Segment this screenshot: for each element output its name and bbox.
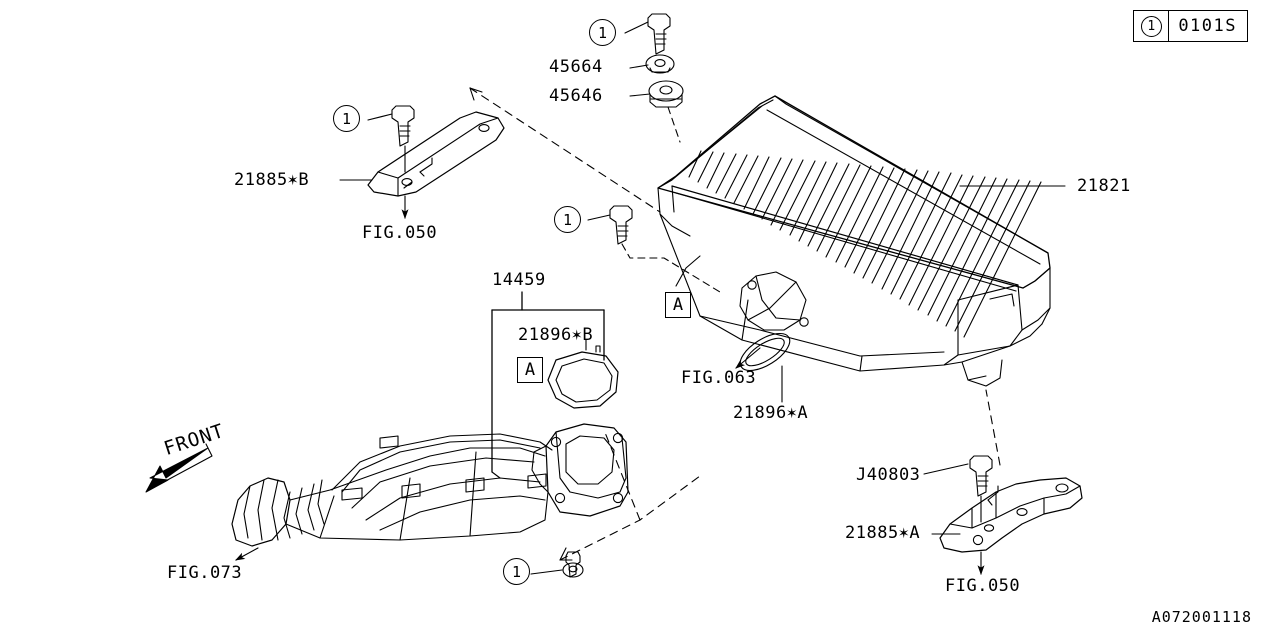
label-45664: 45664 [549, 57, 603, 77]
code-badge: 1 0101S [1133, 10, 1248, 42]
code-badge-balloon-number: 1 [1140, 15, 1162, 37]
balloon-bolt-bracket-b[interactable]: 1 [333, 105, 360, 132]
label-fig050-right: FIG.050 [945, 576, 1021, 596]
label-45646: 45646 [549, 86, 603, 106]
code-badge-text: 0101S [1178, 16, 1237, 36]
label-21896b: 21896✶B [518, 325, 594, 345]
balloon-bolt-mid[interactable]: 1 [554, 206, 581, 233]
label-21821: 21821 [1077, 176, 1131, 196]
drawing-number: A072001118 [1151, 608, 1252, 626]
label-21885a: 21885✶A [845, 523, 921, 543]
label-21896a: 21896✶A [733, 403, 809, 423]
label-j40803: J40803 [856, 465, 921, 485]
label-21885b: 21885✶B [234, 170, 310, 190]
balloon-bolt-bottom[interactable]: 1 [503, 558, 530, 585]
label-fig050-left: FIG.050 [362, 223, 438, 243]
balloon-bolt-top[interactable]: 1 [589, 19, 616, 46]
ref-marker-a-lower[interactable]: A [517, 357, 543, 383]
label-14459: 14459 [492, 270, 546, 290]
ref-marker-a-upper[interactable]: A [665, 292, 691, 318]
label-fig073: FIG.073 [167, 563, 243, 583]
label-fig063: FIG.063 [681, 368, 757, 388]
code-badge-balloon: 1 [1134, 11, 1170, 41]
